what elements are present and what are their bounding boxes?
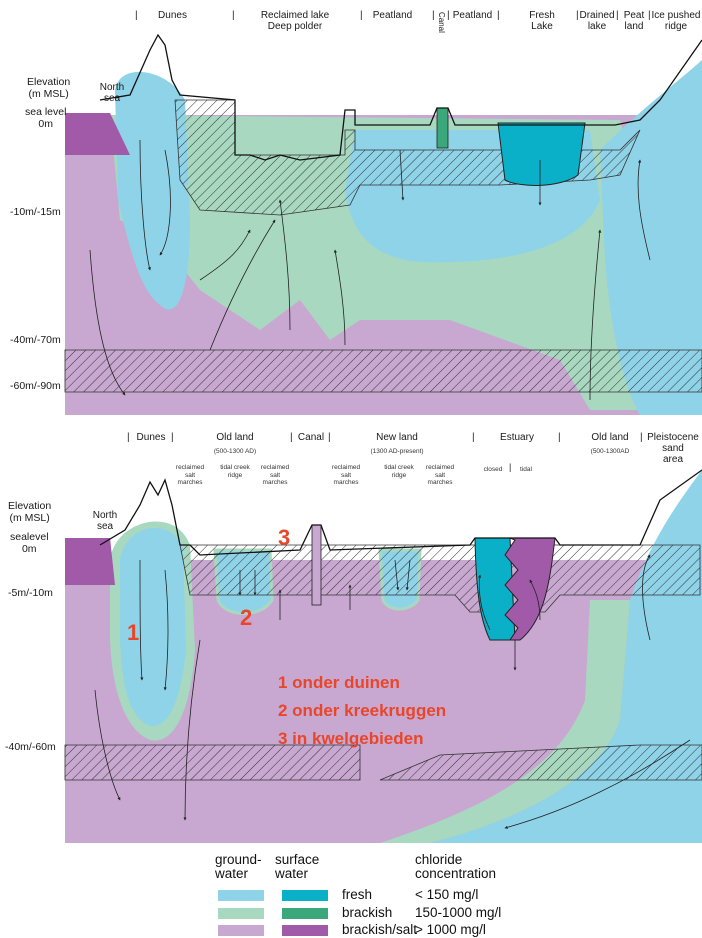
bottom-north-sea-label: North sea — [92, 510, 118, 532]
top-fresh-lake — [497, 122, 586, 186]
bottom-label-canal: Canal — [297, 432, 325, 443]
separator: | — [360, 10, 363, 21]
legend-swatch-gw-fresh — [218, 890, 264, 901]
top-label-peatland-2: Peatland — [452, 10, 493, 21]
separator: | — [558, 432, 561, 443]
bottom-section — [64, 469, 702, 843]
note-3: 3 in kwelgebieden — [278, 729, 424, 748]
legend-header-surface-water: surface water — [275, 852, 320, 881]
legend-swatch-sw-brackish — [282, 908, 328, 919]
bottom-north-sea — [65, 538, 115, 585]
top-depth-1: -10m/-15m — [10, 206, 61, 218]
marker-1: 1 — [127, 620, 140, 645]
bottom-estuary-tidal-label: tidal — [520, 466, 532, 473]
separator: | — [232, 10, 235, 21]
bottom-depth-2: -40m/-60m — [5, 741, 56, 753]
bottom-sub-new-2: tidal creek ridge — [384, 464, 414, 479]
bottom-label-old-land: Old land — [216, 432, 254, 443]
bottom-canal — [311, 524, 322, 606]
top-label-dunes: Dunes — [158, 10, 187, 21]
top-depth-2: -40m/-70m — [10, 334, 61, 346]
note-1: 1 onder duinen — [278, 673, 400, 692]
bottom-estuary-tidal — [504, 537, 556, 641]
separator: | — [171, 432, 174, 443]
legend-label-fresh: fresh — [342, 887, 373, 902]
bottom-surface-line — [99, 469, 702, 556]
marker-3: 3 — [278, 525, 291, 550]
bottom-right-brackish — [380, 600, 630, 843]
bottom-clay-hatch — [179, 544, 701, 613]
top-label-peatland-1: Peatland — [372, 10, 413, 21]
separator: | — [328, 432, 331, 443]
bottom-label-new-land: New land — [376, 432, 418, 443]
bottom-sub-new-3: reclaimed salt marches — [425, 464, 455, 486]
bottom-sub-old-1: reclaimed salt marches — [175, 464, 205, 486]
bottom-estuary-closed-label: closed — [483, 466, 503, 473]
top-sea-level-label: sea level 0m — [25, 106, 67, 130]
top-peat-hatch — [174, 99, 641, 216]
bottom-label-pleistocene: Pleistocene sand area — [647, 432, 699, 465]
bottom-sea-level-label: sealevel 0m — [10, 531, 49, 555]
bottom-new-land-period: (1300 AD-present) — [370, 448, 424, 455]
legend-swatch-sw-fresh — [282, 890, 328, 901]
bottom-flow-arrows — [94, 554, 691, 829]
legend-header-chloride: chloride concentration — [415, 852, 497, 881]
legend-range-fresh: < 150 mg/l — [415, 887, 479, 902]
top-label-peat-land: Peat land — [623, 10, 645, 32]
legend-label-salt: brackish/salt — [342, 922, 418, 937]
bottom-sub-new-1: reclaimed salt marches — [331, 464, 361, 486]
separator: | — [497, 10, 500, 21]
top-surface-line — [99, 33, 702, 161]
legend-swatch-gw-salt — [218, 925, 264, 936]
separator: | — [640, 432, 643, 443]
bottom-sub-old-3: reclaimed salt marches — [260, 464, 290, 486]
bottom-aquitard-right — [379, 744, 702, 781]
separator: | — [648, 10, 651, 21]
top-depth-3: -60m/-90m — [10, 380, 61, 392]
separator: | — [290, 432, 293, 443]
bottom-label-dunes: Dunes — [136, 432, 166, 443]
legend-swatch-sw-salt — [282, 925, 328, 936]
separator: | — [135, 10, 138, 21]
top-label-canal: Canal — [437, 12, 446, 33]
top-elevation-title: Elevation (m MSL) — [27, 76, 71, 100]
bottom-label-old-land-right: Old land — [591, 432, 629, 443]
note-2: 2 onder kreekruggen — [278, 701, 447, 720]
top-canal-water — [436, 107, 449, 149]
top-north-sea-label: North sea — [99, 82, 125, 104]
bottom-dune-freshwater — [120, 527, 186, 727]
bottom-sub-old-2: tidal creek ridge — [220, 464, 250, 479]
legend-range-salt: > 1000 mg/l — [415, 922, 486, 937]
bottom-depth-1: -5m/-10m — [8, 587, 53, 599]
top-label-ice-pushed-ridge: Ice pushed ridge — [651, 10, 701, 32]
top-section — [64, 33, 702, 415]
separator: | — [127, 432, 130, 443]
separator: | — [509, 462, 512, 472]
legend-swatch-gw-brackish — [218, 908, 264, 919]
top-dune-freshwater — [115, 71, 190, 310]
separator: | — [447, 10, 450, 21]
top-aquitard-hatch — [64, 349, 702, 393]
separator: | — [616, 10, 619, 21]
legend-range-brackish: 150-1000 mg/l — [415, 905, 502, 920]
bottom-aquitard-left — [64, 744, 361, 781]
legend-label-brackish: brackish — [342, 905, 393, 920]
bottom-old-land-period: (500-1300 AD) — [213, 448, 257, 455]
top-label-reclaimed-lake: Reclaimed lake Deep polder — [260, 10, 330, 32]
bottom-elevation-title: Elevation (m MSL) — [8, 500, 52, 524]
separator: | — [432, 10, 435, 21]
bottom-old-land-right-period: (500-1300AD — [590, 448, 630, 455]
top-north-sea — [65, 113, 130, 155]
separator: | — [472, 432, 475, 443]
separator: | — [576, 10, 579, 21]
top-label-fresh-lake: Fresh Lake — [529, 10, 555, 32]
legend-header-groundwater: ground- water — [215, 852, 262, 881]
bottom-label-estuary: Estuary — [500, 432, 534, 443]
marker-2: 2 — [240, 605, 253, 630]
top-flow-arrows — [89, 139, 651, 401]
top-label-drained-lake: Drained lake — [579, 10, 615, 32]
